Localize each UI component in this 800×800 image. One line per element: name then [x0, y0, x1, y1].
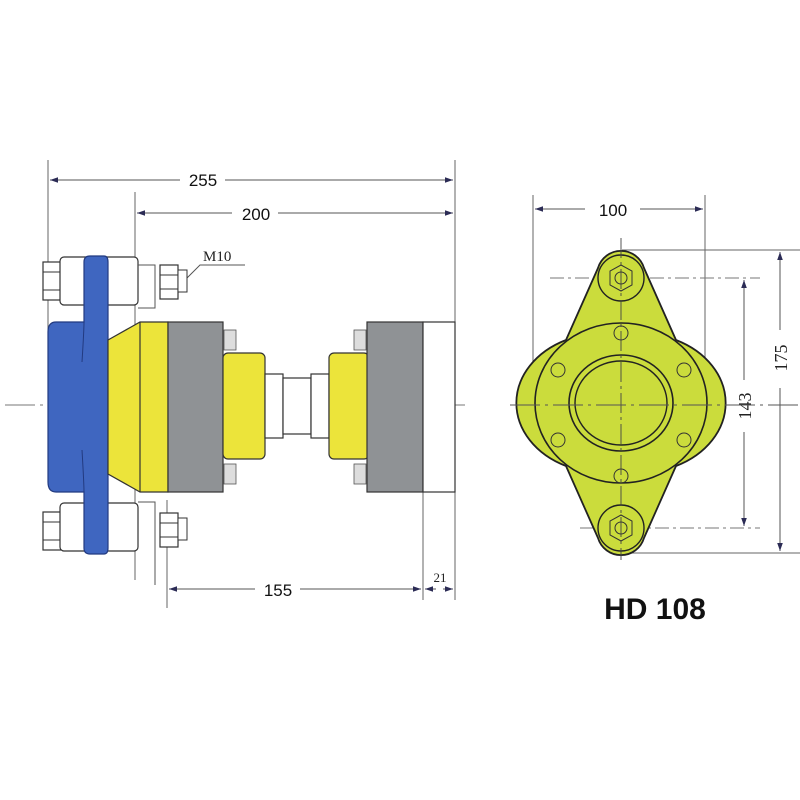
callout-m10: M10 [181, 249, 245, 284]
yellow-hub-left [222, 352, 266, 460]
callout-label-m10: M10 [203, 249, 231, 265]
gray-block-left [167, 321, 224, 493]
small-bolt [353, 463, 367, 485]
dim-label-155: 155 [264, 581, 292, 600]
dim-label-200: 200 [242, 205, 270, 224]
dim-label-21: 21 [434, 570, 447, 585]
dim-label-255: 255 [189, 171, 217, 190]
dimension-bolt-spacing: 143 [735, 280, 755, 526]
small-bolt [223, 463, 237, 485]
dimension-inner-length: 155 [169, 581, 421, 600]
bottom-bolt [42, 501, 188, 585]
dimension-overall-height: 175 [771, 252, 791, 551]
small-bolt [353, 329, 367, 351]
shaft-center [282, 377, 312, 435]
yellow-cone [107, 321, 169, 493]
yellow-hub-right [328, 352, 370, 460]
dimension-width: 100 [535, 201, 703, 220]
dim-label-143: 143 [735, 393, 755, 420]
bolt-hole [550, 362, 566, 378]
shaft-segment [264, 373, 284, 439]
dimension-overall-length: 255 [50, 171, 453, 190]
dimension-end-cap: 21 [425, 570, 453, 592]
top-bolt [42, 256, 188, 309]
dim-label-175: 175 [771, 345, 791, 372]
shaft-segment [310, 373, 330, 439]
bore-ring-inner [574, 360, 668, 446]
bolt-hole [676, 362, 692, 378]
small-bolt [223, 329, 237, 351]
dimension-body-length: 200 [137, 205, 453, 224]
bolt-hole [676, 432, 692, 448]
bolt-hole [550, 432, 566, 448]
end-cap [422, 321, 456, 493]
front-view: 100 143 175 [510, 195, 800, 626]
dim-label-100: 100 [599, 201, 627, 220]
side-view: 255 200 155 21 M10 [5, 160, 470, 608]
model-label: HD 108 [604, 593, 706, 626]
gray-block-right [366, 321, 424, 493]
blue-flange [47, 255, 109, 555]
